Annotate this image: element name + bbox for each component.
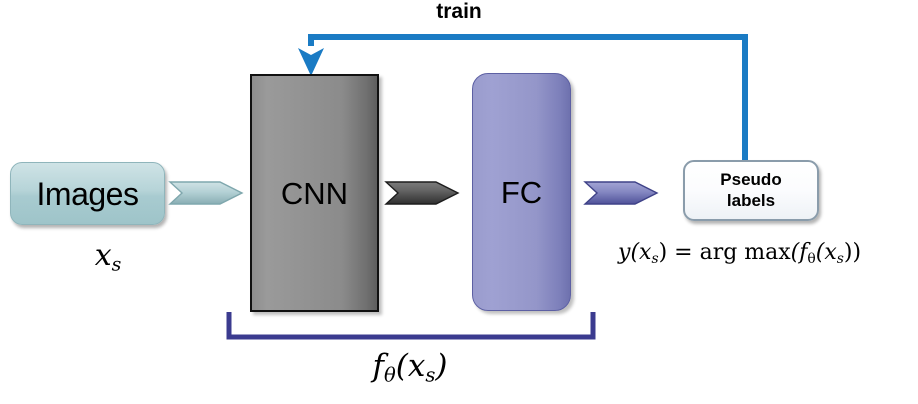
purple-chevron-icon [583,181,659,205]
cnn-node-label: CNN [280,175,349,211]
fc-node-label: FC [500,174,543,210]
f-theta-brace [226,312,596,340]
eq-argmax: arg max [699,240,791,265]
eq-rhs-arg-open: (x [815,240,837,265]
eq-rhs-close: )) [843,240,862,265]
eq-rhs-open: (f [790,240,808,265]
gray-chevron-icon [384,181,460,205]
images-caption-sub: s [111,253,122,276]
eq-rhs-theta: θ [807,250,816,267]
pseudo-labels-line2: labels [726,190,776,210]
eq-lhs-y: y [618,240,631,265]
ftheta-arg-close: ) [435,348,448,384]
eq-rhs-arg-sub: s [836,250,844,267]
f-theta-formula: fθ(xs) [300,348,520,386]
pseudo-label-equation: y(xs) = arg max(fθ(xs)) [618,240,861,267]
ftheta-theta: θ [384,363,396,387]
cnn-node[interactable]: CNN [250,74,379,312]
pseudo-labels-node[interactable]: Pseudo labels [683,160,819,221]
images-node[interactable]: Images [10,162,165,225]
eq-equals: = [667,240,700,265]
eq-lhs-sub: s [651,250,659,267]
train-label: train [436,0,482,23]
images-caption: xs [48,238,168,275]
ftheta-arg-open: (x [395,348,426,384]
ftheta-f: f [372,348,385,384]
images-node-label: Images [36,175,139,212]
pseudo-labels-line1: Pseudo [720,170,782,190]
fc-node[interactable]: FC [472,73,571,311]
images-caption-x: x [94,238,112,273]
eq-lhs-close: ) [658,240,668,265]
ftheta-arg-sub: s [425,363,436,387]
teal-chevron-icon [168,181,244,205]
eq-lhs-open: (x [630,240,652,265]
